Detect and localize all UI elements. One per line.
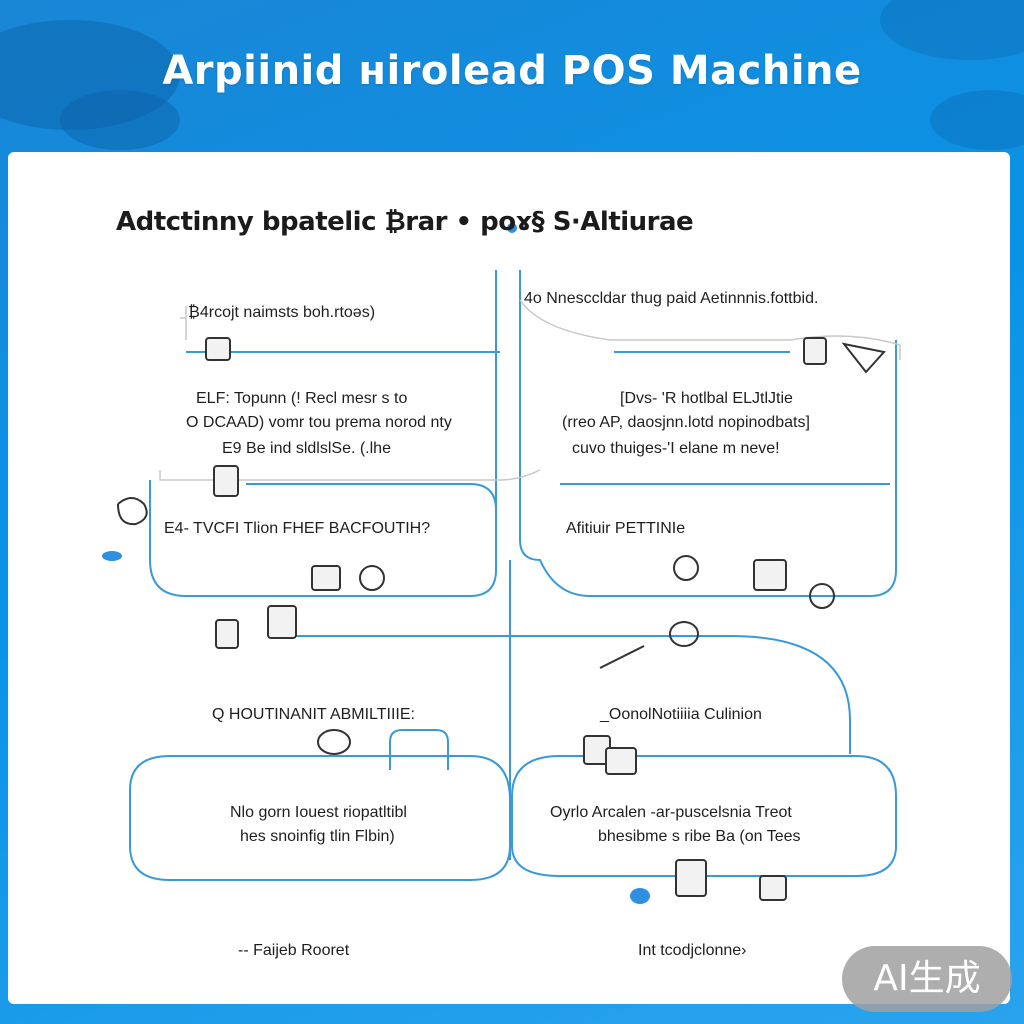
box-left-line: hes snoinfig tlin Flbin) <box>240 828 395 845</box>
lower-right-heading: _OonolNotiiiia Culinion <box>600 706 762 723</box>
diagram-title: Adtctinny bpatelic ₿rar • poɤ§ S·Altiura… <box>116 207 694 237</box>
stylus-icon <box>599 645 645 669</box>
background-leaf-shape <box>60 90 180 150</box>
speaker-icon <box>317 729 351 755</box>
headset-icon <box>669 621 699 647</box>
scale-icon <box>359 565 385 591</box>
wire-top-left-frame <box>149 270 497 597</box>
ai-generated-badge: AI生成 <box>842 946 1012 1012</box>
background-leaf-shape <box>930 90 1024 150</box>
wire-lower-left-arch <box>389 729 449 770</box>
handheld-reader-icon <box>841 342 886 374</box>
box-right-line: bhesibme s ribe Ba (on Tees <box>598 828 801 845</box>
top-left-line: E9 Be ind sldlslSe. (.lhe <box>222 440 391 457</box>
barcode-icon <box>759 875 787 901</box>
mid-left-heading: E4- TVCFI Tlion FHEF BACFOUTIH? <box>164 520 431 537</box>
wire-gray-mid <box>159 469 541 481</box>
wire-gray-top <box>180 306 187 340</box>
cash-drawer-icon <box>311 565 341 591</box>
wire-top-right-frame <box>519 270 897 597</box>
footer-right-label: Int tcodjclonne› <box>638 942 747 959</box>
footer-left-label: -- Faijeb Rooret <box>238 942 350 959</box>
tablet-icon <box>605 747 637 775</box>
mouse-icon <box>673 555 699 581</box>
top-right-line: [Dvs- 'R hotlbal ELJtlJtie <box>620 390 793 407</box>
wire-gray-right <box>519 299 901 360</box>
page-title: Arpiinid нirolead POS Machine <box>162 48 862 94</box>
receipt-printer-icon <box>215 619 239 649</box>
cable-icon <box>809 583 835 609</box>
top-right-heading: 4o Nnesccldar thug paid Aetinnnis.fottbi… <box>524 290 819 307</box>
card-reader-icon <box>213 465 239 497</box>
pos-terminal-icon <box>205 337 231 361</box>
box-right-line: Oyrlo Arcalen -ar-puscelsnia Treot <box>550 804 792 821</box>
top-right-line: cuvo thuiges-'I elane m neve! <box>572 440 780 457</box>
pinpad-icon <box>803 337 827 365</box>
top-right-line: (rreo AP, daosjnn.lotd nopinodbats] <box>562 414 810 431</box>
lower-left-heading: Q HOUTINANIT ABMILTIIIE: <box>212 706 415 723</box>
top-left-line: ELF: Topunn (! Recl mesr s to <box>196 390 408 407</box>
wire-right-down <box>729 635 851 754</box>
keyboard-icon <box>753 559 787 591</box>
wire-top-left-inner <box>246 483 497 511</box>
printer-icon <box>675 859 707 897</box>
scanner-icon <box>267 605 297 639</box>
wire-lower-left-box <box>129 755 511 881</box>
connector-icon <box>117 497 148 526</box>
top-left-line: O DCAAD) vomr tou prema norod nty <box>186 414 452 431</box>
mid-right-heading: Afitiuir PETTINIe <box>566 520 686 537</box>
box-left-line: Nlo gorn Iouest riopatltibl <box>230 804 407 821</box>
top-left-heading: ₿4rcojt naimsts boh.rtoəs) <box>188 304 376 321</box>
node-dot-icon <box>507 223 517 233</box>
background-leaf-shape <box>0 20 180 130</box>
wire-lower-right-box <box>511 755 897 877</box>
wifi-dot-icon <box>102 551 122 561</box>
wifi-dot-icon <box>630 888 650 904</box>
